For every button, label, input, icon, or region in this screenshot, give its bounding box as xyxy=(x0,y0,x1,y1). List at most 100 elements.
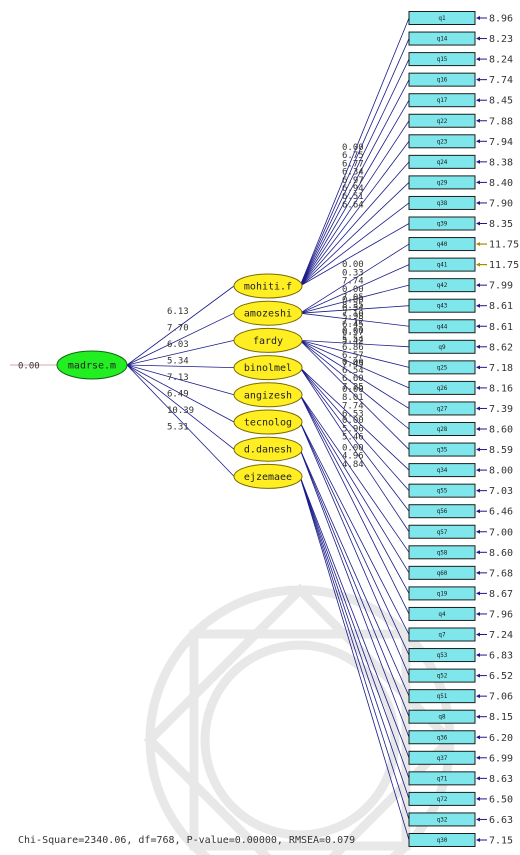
structural-path xyxy=(126,285,235,366)
loading-path xyxy=(299,421,410,676)
loading-path xyxy=(299,202,410,287)
indicator-box xyxy=(408,606,476,621)
error-variance: 7.15 xyxy=(489,836,513,847)
loading-path xyxy=(299,120,410,287)
indicator-box xyxy=(408,750,476,765)
indicator-label: q25 xyxy=(437,364,448,371)
error-variance: 6.50 xyxy=(489,794,513,805)
structural-coefficient: 6.03 xyxy=(167,340,189,350)
loading-path xyxy=(299,79,410,287)
error-variance: 8.67 xyxy=(489,589,513,600)
error-arrowhead xyxy=(476,776,480,781)
error-variance: 8.61 xyxy=(489,322,513,333)
error-arrowhead xyxy=(476,57,480,62)
latent-factor xyxy=(233,355,303,381)
indicator-label: q19 xyxy=(437,590,448,597)
latent-factor xyxy=(233,327,303,353)
indicator-label: q36 xyxy=(437,734,448,741)
structural-coefficient: 6.49 xyxy=(167,390,189,400)
indicator-label: q15 xyxy=(437,56,448,63)
error-variance: 7.94 xyxy=(489,137,513,148)
error-arrowhead xyxy=(476,570,480,575)
error-variance: 11.75 xyxy=(489,240,519,251)
structural-coefficient: 7.70 xyxy=(167,324,189,334)
loading-path xyxy=(299,264,410,314)
error-variance: 6.46 xyxy=(489,507,513,518)
error-arrowhead xyxy=(476,324,480,329)
indicator-label: q30 xyxy=(437,837,448,844)
indicator-label: q40 xyxy=(437,241,448,248)
error-arrowhead xyxy=(476,283,480,288)
indicator-label: q56 xyxy=(437,508,448,515)
loading-path xyxy=(299,367,410,491)
loading-value: 7.45 xyxy=(342,359,364,369)
indicator-label: q72 xyxy=(437,796,448,803)
error-variance: 8.23 xyxy=(489,34,513,45)
loading-value: 0.00 xyxy=(342,385,364,395)
structural-path xyxy=(126,364,235,450)
loading-path xyxy=(299,58,410,287)
indicator-label: q29 xyxy=(437,179,448,186)
indicator-box xyxy=(408,586,476,601)
indicator-box xyxy=(408,401,476,416)
loading-path xyxy=(299,17,410,287)
error-arrowhead xyxy=(476,653,480,658)
error-arrowhead xyxy=(476,817,480,822)
loading-value: 6.45 xyxy=(342,320,364,330)
loading-value: 6.54 xyxy=(342,304,364,314)
latent-label: mohiti.f xyxy=(244,282,292,293)
loading-path xyxy=(299,367,410,471)
error-arrowhead xyxy=(476,36,480,41)
error-variance: 8.35 xyxy=(489,219,513,230)
indicator-label: q32 xyxy=(437,816,448,823)
indicator-label: q9 xyxy=(438,344,446,351)
latent-label: angizesh xyxy=(244,390,292,401)
loading-value: 5.46 xyxy=(342,433,364,443)
indicator-label: q27 xyxy=(437,405,448,412)
loading-value: 5.42 xyxy=(342,336,364,346)
indicator-box xyxy=(408,195,476,210)
error-arrowhead xyxy=(476,242,480,247)
loading-value: 0.33 xyxy=(342,268,364,278)
watermark xyxy=(143,583,457,855)
latent-label: d.danesh xyxy=(244,445,292,456)
loading-path xyxy=(299,312,410,327)
structural-path xyxy=(126,340,235,366)
indicator-box xyxy=(408,709,476,724)
error-variance: 11.75 xyxy=(489,260,519,271)
loading-value: 6.64 xyxy=(342,200,364,210)
error-arrowhead xyxy=(476,200,480,205)
indicator-box xyxy=(408,216,476,231)
loading-path xyxy=(299,449,410,738)
indicator-label: q26 xyxy=(437,385,448,392)
error-variance: 7.68 xyxy=(489,568,513,579)
indicator-label: q7 xyxy=(438,632,446,639)
indicator-box xyxy=(408,771,476,786)
indicator-box xyxy=(408,648,476,663)
loading-value: 8.01 xyxy=(342,393,364,403)
loading-value: 5.98 xyxy=(342,312,364,322)
indicator-box xyxy=(408,113,476,128)
loading-path xyxy=(299,394,410,615)
structural-coefficient: 6.13 xyxy=(167,307,189,317)
loading-value: 0.00 xyxy=(342,327,364,337)
error-arrowhead xyxy=(476,468,480,473)
loading-path xyxy=(299,340,410,368)
loading-value: 6.57 xyxy=(342,328,364,338)
loading-path xyxy=(299,340,410,430)
error-arrowhead xyxy=(476,427,480,431)
indicator-box xyxy=(408,668,476,683)
root-factor xyxy=(56,350,128,380)
loading-value: 0.00 xyxy=(342,143,364,153)
loading-value: 7.25 xyxy=(342,382,364,392)
error-arrowhead xyxy=(476,755,480,760)
indicator-box xyxy=(408,422,476,436)
loading-path xyxy=(299,340,410,409)
indicator-label: q57 xyxy=(437,529,448,536)
indicator-label: q44 xyxy=(437,323,448,330)
structural-coefficient: 7.13 xyxy=(167,373,189,383)
latent-label: amozeshi xyxy=(244,309,292,320)
indicator-box xyxy=(408,504,476,519)
indicator-label: q16 xyxy=(437,77,448,84)
indicator-box xyxy=(408,278,476,293)
